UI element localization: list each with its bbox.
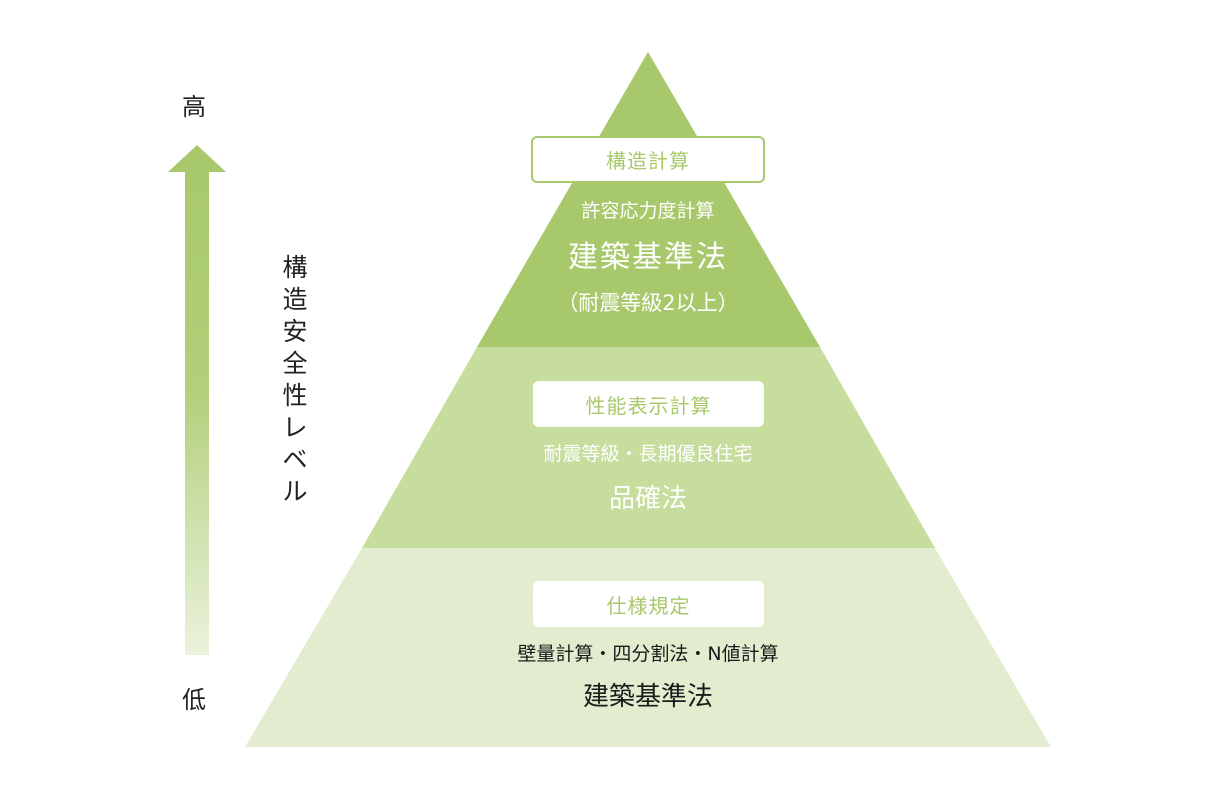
axis-title-char: ベ — [282, 445, 308, 474]
tier-bottom-box: 仕様規定 — [533, 581, 764, 627]
tier-top-method: 許容応力度計算 — [581, 200, 715, 222]
tier-middle-law: 品確法 — [608, 484, 688, 514]
tier-bottom-shape — [245, 548, 1051, 747]
axis-title-char: レ — [282, 413, 308, 442]
tier-middle-shape — [362, 347, 935, 548]
axis-title-char: 造 — [282, 285, 308, 314]
tier-middle-method: 耐震等級・長期優良住宅 — [543, 443, 753, 465]
tier-top-box-label: 構造計算 — [606, 149, 690, 173]
tier-bottom-method: 壁量計算・四分割法・N値計算 — [517, 643, 779, 665]
tier-middle-box-label: 性能表示計算 — [585, 393, 712, 418]
axis-title-char: ル — [282, 477, 308, 506]
tier-middle-box: 性能表示計算 — [533, 381, 764, 427]
tier-bottom-law: 建築基準法 — [582, 682, 714, 712]
tier-top-law: 建築基準法 — [568, 240, 728, 275]
axis-title-char: 性 — [282, 381, 308, 410]
axis-high-label: 高 — [182, 93, 206, 121]
axis-title-char: 安 — [282, 317, 308, 346]
axis-title-vertical: 構 造 安 全 性 レ ベ ル — [280, 252, 310, 508]
tier-bottom-box-label: 仕様規定 — [606, 593, 691, 618]
tier-top-note: （耐震等級2以上） — [557, 291, 739, 315]
tier-top-shape — [477, 52, 820, 347]
axis-title-char: 全 — [282, 349, 308, 378]
arrow-up-icon — [168, 145, 226, 655]
axis-title-char: 構 — [282, 253, 308, 282]
axis-low-label: 低 — [182, 686, 206, 714]
tier-top-box: 構造計算 — [531, 136, 765, 183]
